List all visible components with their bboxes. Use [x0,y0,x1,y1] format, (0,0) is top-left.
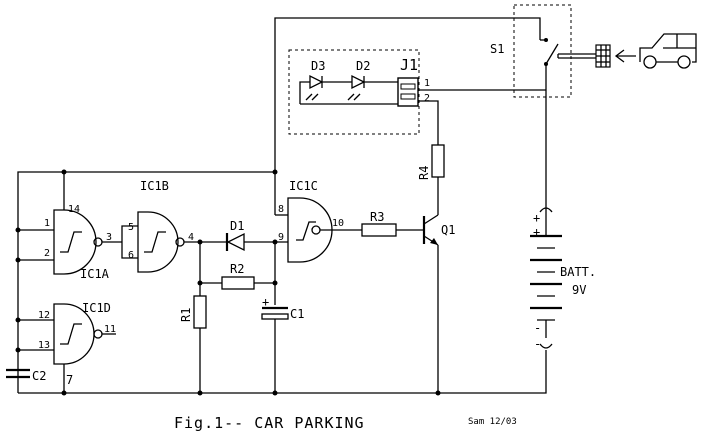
gate-ic1a: 14 1 2 3 IC1A [44,204,112,281]
switch-enclosure [513,4,572,98]
capacitor-c1: + C1 [261,295,304,321]
ic1d-pin13: 13 [38,340,50,351]
figure-caption: Fig.1-- CAR PARKING [174,414,365,432]
ic1c-pin9: 9 [278,232,284,243]
resistor-r3: R3 [361,210,397,237]
ic1c-pin10: 10 [332,218,344,229]
ic1a-label: IC1A [80,267,110,281]
c2-label: C2 [32,369,46,383]
c1-label: C1 [290,307,304,321]
j1-label: J1 [400,56,418,74]
ground-rail-wire [18,350,547,394]
ic1b-pin5: 5 [128,222,134,233]
gate-ic1d: IC1D 12 13 11 7 [38,301,116,387]
led-enclosure [288,49,420,135]
ic1d-pin12: 12 [38,310,50,321]
battery-plus-cell: + [533,225,540,239]
gate-ic1b: IC1B 5 6 4 [128,179,194,273]
connector-j1: J1 1 2 [397,56,430,107]
j1-pin2: 2 [424,93,430,104]
ic1d-pin7: 7 [66,373,73,387]
ic1b-label: IC1B [140,179,169,193]
ic1d-label: IC1D [82,301,111,315]
ic1a-pin1: 1 [44,218,50,229]
s1-label: S1 [490,42,504,56]
transistor-q1: Q1 [422,214,455,246]
ic1b-pin6: 6 [128,250,134,261]
d3-label: D3 [311,59,325,73]
r1-label: R1 [179,308,193,322]
battery: + + - - BATT. 9V [530,207,596,351]
resistor-r2: R2 [221,262,255,290]
ic1a-pin3: 3 [106,232,112,243]
led-d2: D2 [347,59,398,101]
gate-ic1c: IC1C 8 9 10 [278,179,344,263]
battery-label-line1: BATT. [560,265,596,279]
resistor-r1: R1 [179,295,207,329]
j1-pin1: 1 [424,78,430,89]
c1-plus: + [262,295,269,309]
led-d3: D3 [299,59,352,104]
ic1d-pin11: 11 [104,324,116,335]
ic1c-pin8: 8 [278,204,284,215]
capacitor-c2: C2 [6,368,46,383]
car-icon [614,33,697,69]
d2-label: D2 [356,59,370,73]
battery-plus-top: + [533,211,540,225]
switch-contact [545,43,559,65]
battery-minus-cell: - [534,321,541,335]
battery-minus-bottom: - [534,337,541,351]
bumper-pad [595,44,611,68]
r2-label: R2 [230,262,244,276]
q1-label: Q1 [441,223,455,237]
ic1a-pin2: 2 [44,248,50,259]
resistor-r4: R4 [417,144,445,180]
ic1a-pin14: 14 [68,204,80,215]
ic1b-pin4: 4 [188,232,194,243]
r3-label: R3 [370,210,384,224]
switch-s1: S1 [490,4,611,98]
battery-label-line2: 9V [572,283,586,297]
d1-label: D1 [230,219,244,233]
top-rail-wire [274,17,541,172]
author-signature: Sam 12/03 [468,417,517,427]
r4-label: R4 [417,166,431,180]
diode-d1: D1 [225,219,245,252]
j1-pin2-wire [418,100,439,145]
ic1c-label: IC1C [289,179,318,193]
